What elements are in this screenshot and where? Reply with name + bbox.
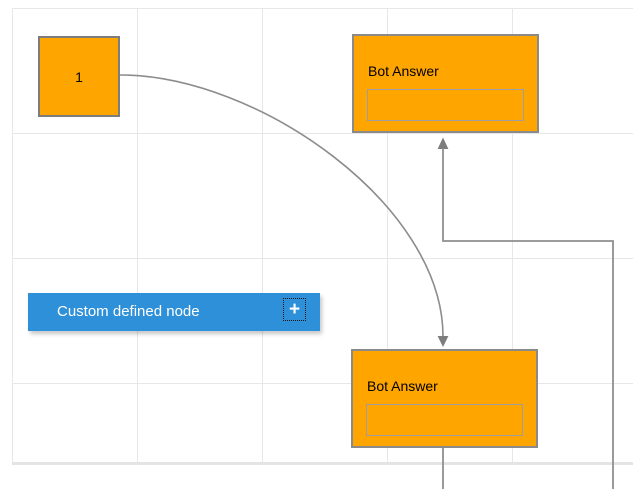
bot-answer-title: Bot Answer	[367, 378, 438, 394]
plus-icon: +	[288, 298, 301, 320]
node-square-1[interactable]: 1	[38, 36, 120, 117]
bot-answer-text-box[interactable]	[366, 404, 523, 436]
node-custom-defined[interactable]: Custom defined node +	[28, 293, 320, 331]
node-square-label: 1	[75, 68, 83, 85]
bot-answer-title: Bot Answer	[368, 63, 439, 79]
add-node-handle[interactable]: +	[283, 298, 306, 321]
arrowhead-up-icon	[437, 137, 449, 149]
arrowhead-down-icon	[437, 336, 449, 347]
bezier-connector[interactable]	[119, 74, 444, 337]
bot-answer-text-box[interactable]	[367, 89, 524, 121]
node-bot-answer-bottom[interactable]: Bot Answer	[351, 349, 538, 448]
orthogonal-connector[interactable]	[442, 148, 614, 489]
node-bot-answer-top[interactable]: Bot Answer	[352, 34, 539, 133]
custom-node-label: Custom defined node	[57, 303, 200, 320]
